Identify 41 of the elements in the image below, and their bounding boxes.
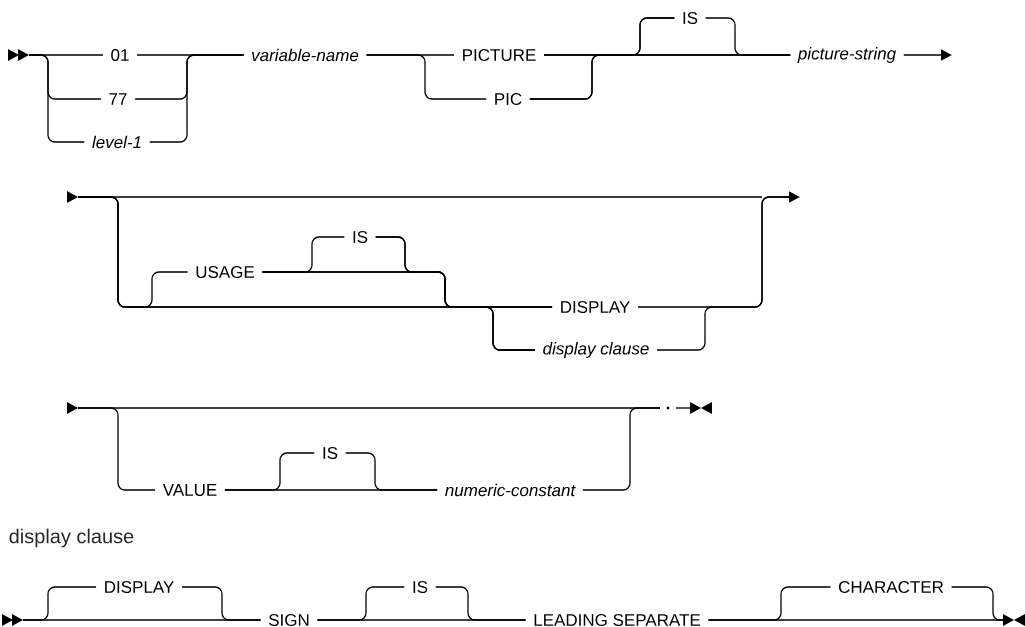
syntax-keyword: 77 — [109, 93, 127, 105]
syntax-keyword: LEADING SEPARATE — [534, 614, 701, 626]
syntax-keyword: USAGE — [196, 266, 255, 278]
railroad-track — [582, 407, 661, 491]
railroad-track — [707, 586, 832, 621]
section-heading: display clause — [9, 528, 134, 548]
railroad-track — [950, 586, 1004, 621]
railroad-track — [149, 54, 245, 143]
syntax-keyword: PIC — [495, 92, 522, 105]
railroad-track — [22, 586, 97, 621]
period-symbol: . — [666, 406, 670, 410]
syntax-variable: display clause — [543, 342, 649, 358]
railroad-track — [705, 17, 791, 56]
railroad-track — [67, 191, 189, 308]
syntax-keyword: DISPLAY — [561, 301, 630, 313]
syntax-variable: variable-name — [252, 48, 359, 62]
syntax-keyword: CHARACTER — [839, 581, 944, 593]
railroad-track — [28, 54, 85, 143]
syntax-keyword: DISPLAY — [105, 581, 174, 593]
railroad-track — [181, 586, 262, 621]
railroad-track — [903, 49, 952, 61]
syntax-variable: numeric-constant — [445, 483, 576, 497]
syntax-keyword: IS — [683, 11, 698, 24]
railroad-track — [345, 452, 438, 491]
railroad-track — [77, 407, 156, 491]
railroad-track — [435, 586, 527, 621]
syntax-keyword: IS — [353, 231, 368, 243]
railroad-track — [656, 196, 791, 351]
syntax-variable: level-1 — [92, 135, 141, 149]
syntax-keyword: PICTURE — [463, 48, 536, 61]
syntax-keyword: IS — [323, 447, 338, 459]
railroad-track — [675, 402, 712, 414]
syntax-keyword: 01 — [111, 48, 129, 61]
syntax-keyword: SIGN — [269, 614, 309, 626]
railroad-track — [8, 49, 104, 61]
railroad-track — [365, 54, 487, 100]
syntax-variable: picture-string — [797, 47, 896, 63]
syntax-keyword: VALUE — [162, 484, 217, 496]
railroad-track — [637, 191, 800, 308]
railroad-track — [375, 236, 536, 351]
syntax-keyword: IS — [413, 581, 428, 593]
